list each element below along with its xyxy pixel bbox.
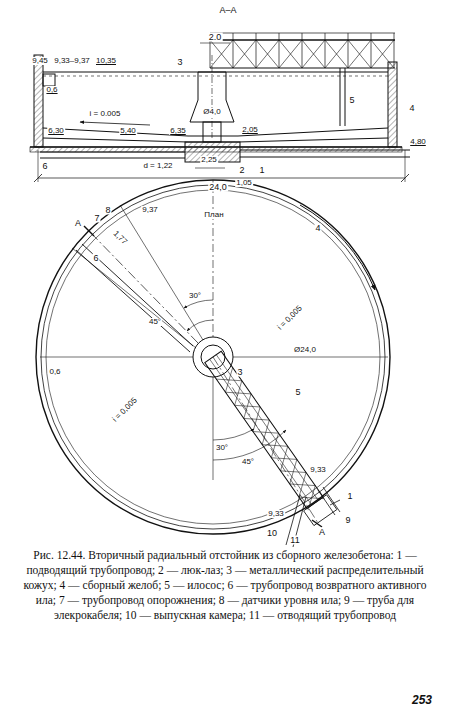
dimension-label: Ø4,0 — [202, 108, 221, 116]
dimension-label: 9,33–9,37 — [53, 57, 91, 65]
dimension-label: А — [318, 528, 326, 537]
dimension-label: 0,6 — [45, 86, 58, 94]
dimension-label: А — [74, 219, 82, 228]
dimension-label: 45° — [241, 458, 255, 466]
callout-number: 6 — [41, 162, 48, 171]
dimension-label: 5,40 — [119, 127, 137, 135]
dimension-label: 2.0 — [208, 33, 223, 42]
dimension-label: 2,05 — [241, 126, 259, 134]
dimension-label: 30° — [188, 292, 202, 300]
dimension-label: 10,35 — [95, 57, 117, 65]
dimension-label: План — [203, 211, 224, 219]
dimension-label: 9,37 — [141, 206, 159, 214]
dimension-label: i = 0.005 — [89, 110, 122, 118]
dimension-label: 30° — [215, 444, 229, 452]
callout-number: 9 — [344, 516, 351, 525]
dimension-label: 9,45 — [31, 57, 49, 65]
dimension-label: 6,30 — [47, 127, 65, 135]
dimension-label: 4,80 — [409, 138, 427, 146]
dimension-label: 2,25 — [200, 156, 218, 164]
plan-view — [36, 180, 390, 547]
dimension-label: 1,77 — [111, 229, 129, 247]
callout-number: 4 — [314, 224, 321, 233]
callout-number: 7 — [93, 214, 100, 223]
callout-number: 5 — [294, 388, 301, 397]
figure-caption: Рис. 12.44. Вторичный радиальный отстойн… — [14, 548, 436, 623]
callout-number: 11 — [289, 536, 300, 545]
dimension-label: d = 1,22 — [142, 162, 173, 170]
callout-number: 1 — [258, 166, 265, 175]
callout-number: 6 — [92, 254, 99, 263]
dimension-label: 45° — [148, 318, 162, 326]
dimension-label: i = 0,005 — [111, 396, 140, 425]
callout-number: 5 — [348, 96, 355, 105]
dimension-label: 0,6 — [48, 368, 61, 376]
dimension-label: 9,33 — [309, 466, 327, 474]
callout-number: 4 — [408, 104, 415, 113]
dimension-label: А–А — [218, 6, 237, 15]
dimension-label: 24,0 — [208, 183, 228, 192]
dimension-label: 1,05 — [235, 179, 253, 187]
callout-number: 3 — [236, 368, 243, 377]
dimension-label: i = 0,005 — [276, 304, 305, 333]
dimension-label: Ø24,0 — [293, 346, 317, 354]
callout-number: 10 — [266, 529, 278, 538]
callout-number: 2 — [238, 166, 245, 175]
dimension-label: 6,35 — [169, 127, 187, 135]
callout-number: 1 — [346, 492, 353, 501]
dimension-label: 9,33 — [267, 510, 285, 518]
callout-number: 3 — [176, 58, 183, 67]
callout-number: 8 — [104, 206, 111, 215]
page-number: 253 — [411, 694, 433, 706]
section-view — [30, 33, 410, 182]
